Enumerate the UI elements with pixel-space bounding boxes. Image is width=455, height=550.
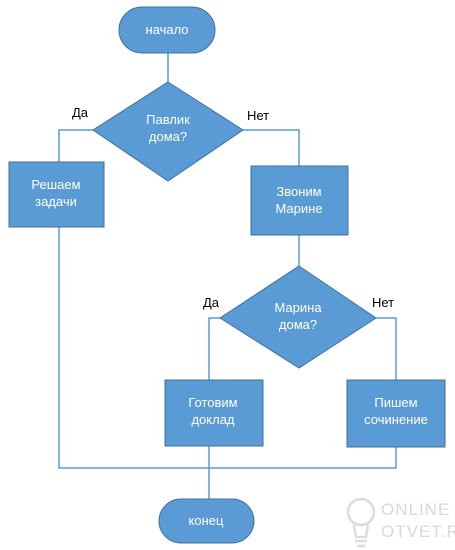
process-report-line1: Готовим [188,395,237,410]
end-terminal: конец [158,498,255,544]
process-call-line2: Марине [275,201,322,216]
connector-pavlik-yes [58,129,93,162]
edge-label-pavlik-yes: Да [72,105,89,120]
connector-marina-yes [208,317,220,380]
process-essay-line1: Пишем [374,395,417,410]
process-call-line1: Звоним [276,184,321,199]
edge-label-marina-yes: Да [203,295,220,310]
connector-solve-to-merge [58,227,397,469]
process-solve-line2: задачи [35,194,77,209]
end-label: конец [189,513,224,528]
edge-label-marina-no: Нет [372,295,394,310]
watermark-line2: OTVET.RU [381,522,455,541]
connector-marina-no [376,317,397,380]
decision-marina-line2: дома? [279,317,317,332]
decision-marina-home: Марина дома? [219,265,377,369]
lightbulb-icon [346,497,376,548]
process-prepare-report: Готовим доклад [164,379,264,447]
process-report-line2: доклад [191,412,234,427]
decision-marina-line1: Марина [274,300,322,315]
start-label: начало [145,22,188,37]
watermark: ONLINE OTVET.RU [346,497,455,548]
process-essay-line2: сочинение [364,412,428,427]
decision-pavlik-line1: Павлик [146,112,190,127]
connectors [58,53,397,499]
decision-pavlik-home: Павлик дома? [92,81,244,182]
edge-label-pavlik-no: Нет [247,108,269,123]
watermark-line1: ONLINE [381,500,450,519]
process-call-marina: Звоним Марине [250,165,349,236]
process-solve-line1: Решаем [31,177,80,192]
process-solve-tasks: Решаем задачи [8,161,105,228]
start-terminal: начало [118,6,216,54]
decision-pavlik-line2: дома? [149,129,187,144]
process-write-essay: Пишем сочинение [346,379,446,448]
connector-pavlik-no [243,129,300,166]
